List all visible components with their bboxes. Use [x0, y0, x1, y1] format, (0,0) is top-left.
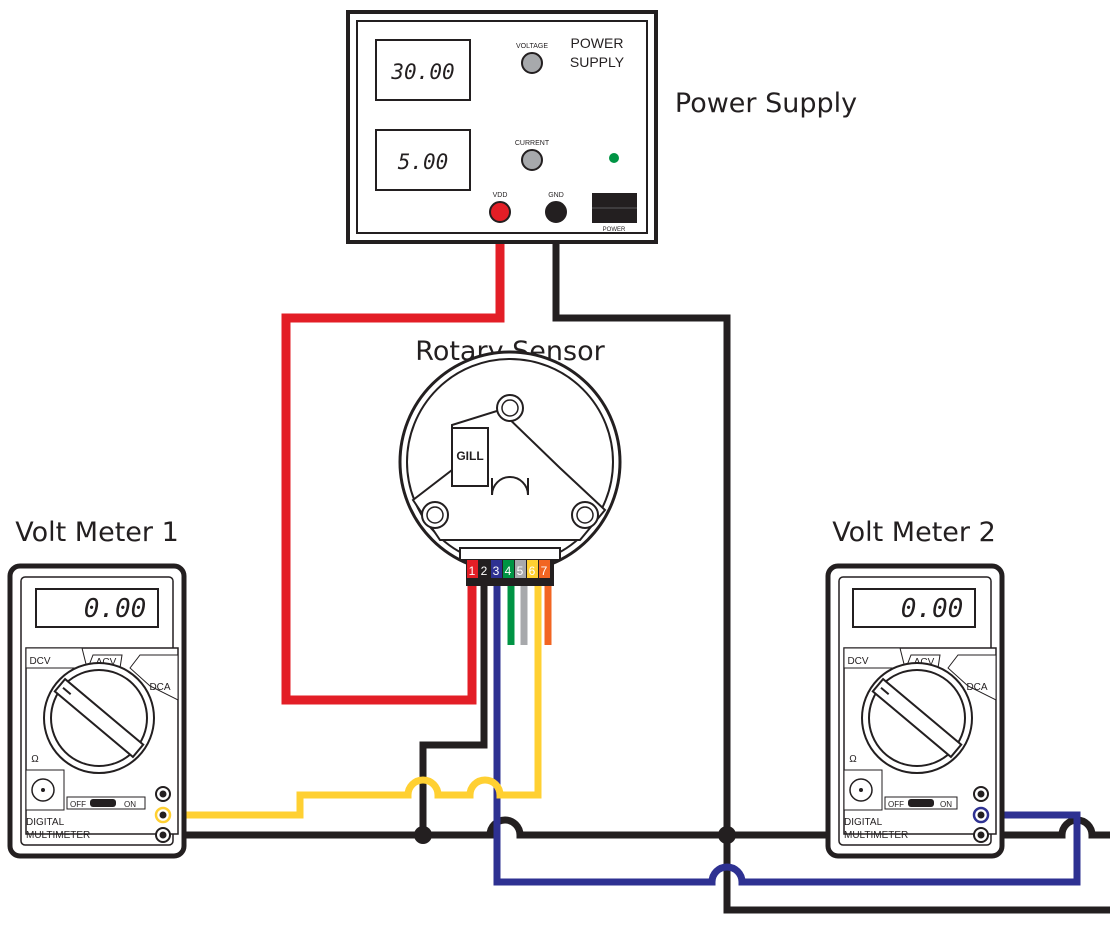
switch-off-label: OFF: [888, 800, 904, 809]
volt-meter-2-caption: Volt Meter 2: [832, 517, 996, 548]
pin-label: 1: [469, 564, 476, 578]
range-label-ohm: Ω: [849, 754, 857, 765]
meter-readout: 0.00: [901, 594, 964, 624]
pin-label: 4: [505, 564, 512, 578]
meter-brand-line1: DIGITAL: [26, 817, 65, 828]
gnd-wire-supply: [552, 212, 1110, 914]
signal-wire-yellow: [162, 585, 542, 819]
supply-title-line1: POWER: [571, 35, 624, 51]
vdd-wire: [281, 212, 505, 705]
range-label-dcv: DCV: [847, 656, 868, 667]
power-switch-label: POWER: [603, 227, 626, 233]
range-label-ohm: Ω: [31, 754, 39, 765]
range-label-dca: DCA: [966, 682, 987, 693]
sensor-logo: GILL: [456, 449, 483, 463]
gnd-bus: [162, 816, 965, 839]
power-indicator-led: [609, 153, 619, 163]
rotary-sensor: GILL 1 2 3 4 5 6 7: [398, 350, 622, 586]
signal-wire-blue: [493, 585, 1081, 886]
sensor-ground-wire: [419, 585, 488, 835]
pin-label: 3: [493, 564, 500, 578]
vdd-terminal[interactable]: [489, 201, 511, 223]
sensor-logo-box: [451, 427, 489, 487]
gnd-label: GND: [548, 192, 564, 199]
range-label-dcv: DCV: [29, 656, 50, 667]
pin-label: 7: [541, 564, 548, 578]
volt-meter-1-caption: Volt Meter 1: [15, 517, 179, 548]
current-knob-label: CURRENT: [515, 140, 550, 147]
sensor-connector: [459, 547, 561, 561]
power-supply-caption: Power Supply: [675, 88, 857, 119]
power-supply: 30.00 5.00 VOLTAGE CURRENT POWER SUPPLY …: [346, 10, 658, 244]
pin-label: 6: [529, 564, 536, 578]
vdd-label: VDD: [493, 192, 508, 199]
current-readout: 5.00: [398, 150, 449, 174]
meter-readout: 0.00: [84, 594, 147, 624]
switch-on-label: ON: [124, 800, 136, 809]
volt-meter-2: 0.00 DCV ACV DCA Ω OFF ON DIGITAL MULTIM…: [825, 563, 1005, 859]
switch-on-label: ON: [940, 800, 952, 809]
voltage-knob[interactable]: [521, 52, 543, 74]
supply-title-line2: SUPPLY: [570, 54, 625, 70]
meter-lcd: [852, 588, 976, 628]
meter-brand-line1: DIGITAL: [844, 817, 883, 828]
pin-label: 2: [481, 564, 488, 578]
junction-dot: [718, 826, 736, 844]
voltage-readout: 30.00: [390, 60, 454, 84]
meter-brand-line2: MULTIMETER: [26, 830, 90, 841]
current-display: [375, 129, 471, 191]
pin-label: 5: [517, 564, 524, 578]
voltage-knob-label: VOLTAGE: [516, 43, 548, 50]
gnd-terminal[interactable]: [545, 201, 567, 223]
junction-dot: [414, 826, 432, 844]
voltage-display: [375, 39, 471, 101]
meter-lcd: [35, 588, 159, 628]
current-knob[interactable]: [521, 149, 543, 171]
switch-off-label: OFF: [70, 800, 86, 809]
range-label-dca: DCA: [149, 682, 170, 693]
volt-meter-1: 0.00 DCV ACV DCA Ω OFF ON DIGITAL MULTIM…: [7, 563, 187, 859]
meter-brand-line2: MULTIMETER: [844, 830, 908, 841]
